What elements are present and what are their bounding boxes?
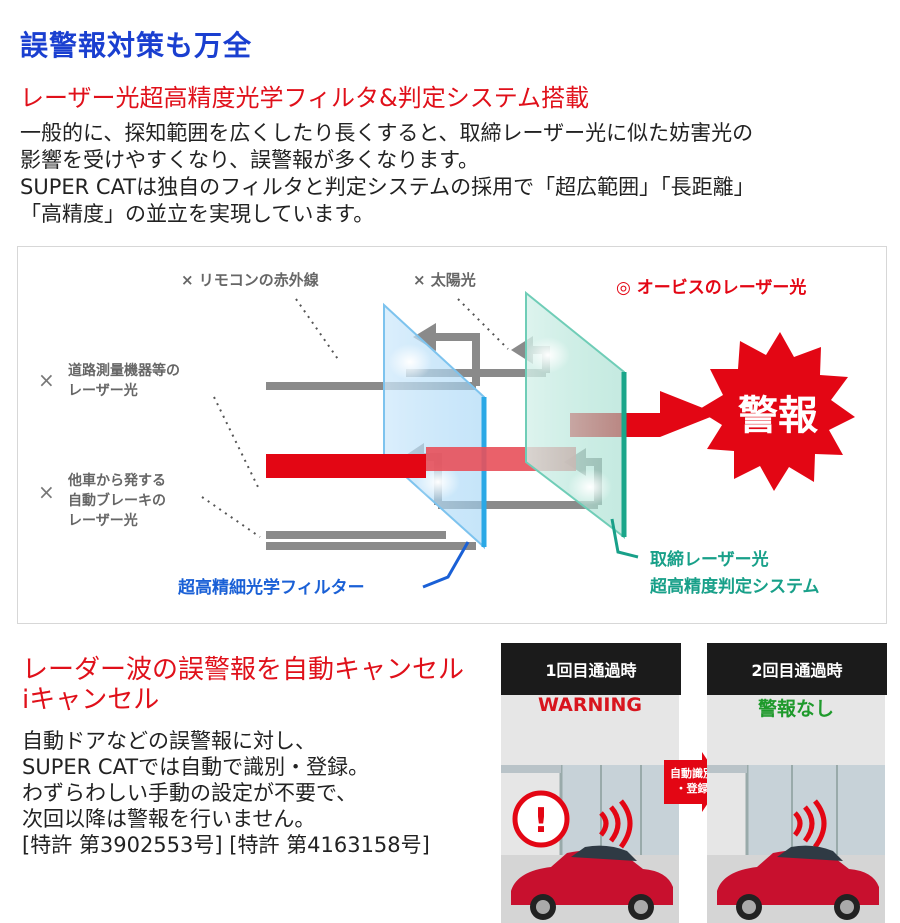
laser-beam bbox=[266, 454, 426, 478]
intro-line: 一般的に、探知範囲を広くしたり長くすると、取締レーザー光に似た妨害光の bbox=[20, 121, 754, 145]
brake-label-line3: レーザー光 bbox=[68, 512, 138, 529]
filter-diagram: 警報 × リモコンの赤外線 × 太陽光 × 道路測量機器等の レーザー光 × 他… bbox=[17, 246, 887, 624]
first-pass-header: 1回目通過時 bbox=[501, 643, 681, 695]
judgement-system-panel bbox=[525, 290, 625, 540]
icancel-paragraph: 自動ドアなどの誤警報に対し、 SUPER CATでは自動で識別・登録。 わずらわ… bbox=[22, 728, 430, 858]
intro-line: 影響を受けやすくなり、誤警報が多くなります。 bbox=[20, 148, 480, 172]
auto-register-label: 自動識別 ・登録 bbox=[664, 766, 720, 796]
survey-label-line2: レーザー光 bbox=[68, 382, 138, 399]
icancel-heading-line1: レーダー波の誤警報を自動キャンセル bbox=[22, 655, 465, 685]
intro-line: SUPER CATは独自のフィルタと判定システムの採用で「超広範囲」「長距離」 bbox=[20, 175, 755, 199]
system-label-line1: 取締レーザー光 bbox=[650, 549, 769, 570]
second-pass-scene bbox=[707, 695, 885, 923]
auto-register-line2: ・登録 bbox=[675, 782, 709, 795]
second-pass-panel: 2回目通過時 bbox=[707, 643, 887, 923]
icancel-line: わずらわしい手動の設定が不要で、 bbox=[22, 781, 358, 805]
second-pass-status: 警報なし bbox=[757, 698, 834, 720]
warning-icon bbox=[512, 790, 570, 848]
system-label-line2: 超高精度判定システム bbox=[650, 576, 820, 597]
warning-exclamation: ! bbox=[533, 801, 549, 841]
x-mark: × bbox=[38, 480, 55, 504]
icancel-heading: レーダー波の誤警報を自動キャンセル iキャンセル bbox=[22, 655, 464, 715]
second-pass-header: 2回目通過時 bbox=[707, 643, 887, 695]
intro-line: 「高精度」の並立を実現しています。 bbox=[20, 202, 375, 226]
alarm-starburst bbox=[698, 332, 855, 491]
sunlight-label: × 太陽光 bbox=[413, 271, 476, 289]
optical-filter-label: 超高精細光学フィルター bbox=[178, 577, 365, 598]
intro-paragraph: 一般的に、探知範囲を広くしたり長くすると、取締レーザー光に似た妨害光の 影響を受… bbox=[20, 120, 880, 228]
remote-infrared-label: × リモコンの赤外線 bbox=[181, 271, 319, 289]
x-mark: × bbox=[38, 368, 55, 392]
survey-label-line1: 道路測量機器等の bbox=[68, 362, 180, 379]
orbis-laser-label: ◎ オービスのレーザー光 bbox=[616, 277, 806, 298]
page-title: 誤警報対策も万全 bbox=[20, 29, 253, 62]
first-pass-panel: 1回目通過時 ! bbox=[501, 643, 681, 923]
brake-label-line2: 自動ブレーキの bbox=[68, 492, 166, 509]
auto-register-line1: 自動識別 bbox=[670, 767, 714, 780]
icancel-line: 自動ドアなどの誤警報に対し、 bbox=[22, 729, 316, 753]
icancel-line: 次回以降は警報を行いません。 bbox=[22, 807, 316, 831]
patent-line: [特許 第3902553号] [特許 第4163158号] bbox=[22, 833, 430, 857]
first-pass-scene: ! bbox=[501, 695, 679, 923]
first-pass-status: WARNING bbox=[538, 694, 642, 716]
icancel-line: SUPER CATでは自動で識別・登録。 bbox=[22, 755, 370, 779]
brake-label-line1: 他車から発する bbox=[67, 472, 166, 489]
icancel-heading-line2: iキャンセル bbox=[22, 685, 160, 715]
alarm-text: 警報 bbox=[738, 393, 818, 439]
filter-diagram-svg: 警報 × リモコンの赤外線 × 太陽光 × 道路測量機器等の レーザー光 × 他… bbox=[38, 271, 855, 598]
laser-arrow-head bbox=[660, 391, 718, 437]
leader-lines bbox=[201, 298, 509, 538]
feature-subtitle: レーザー光超高精度光学フィルタ&判定システム搭載 bbox=[20, 84, 590, 112]
